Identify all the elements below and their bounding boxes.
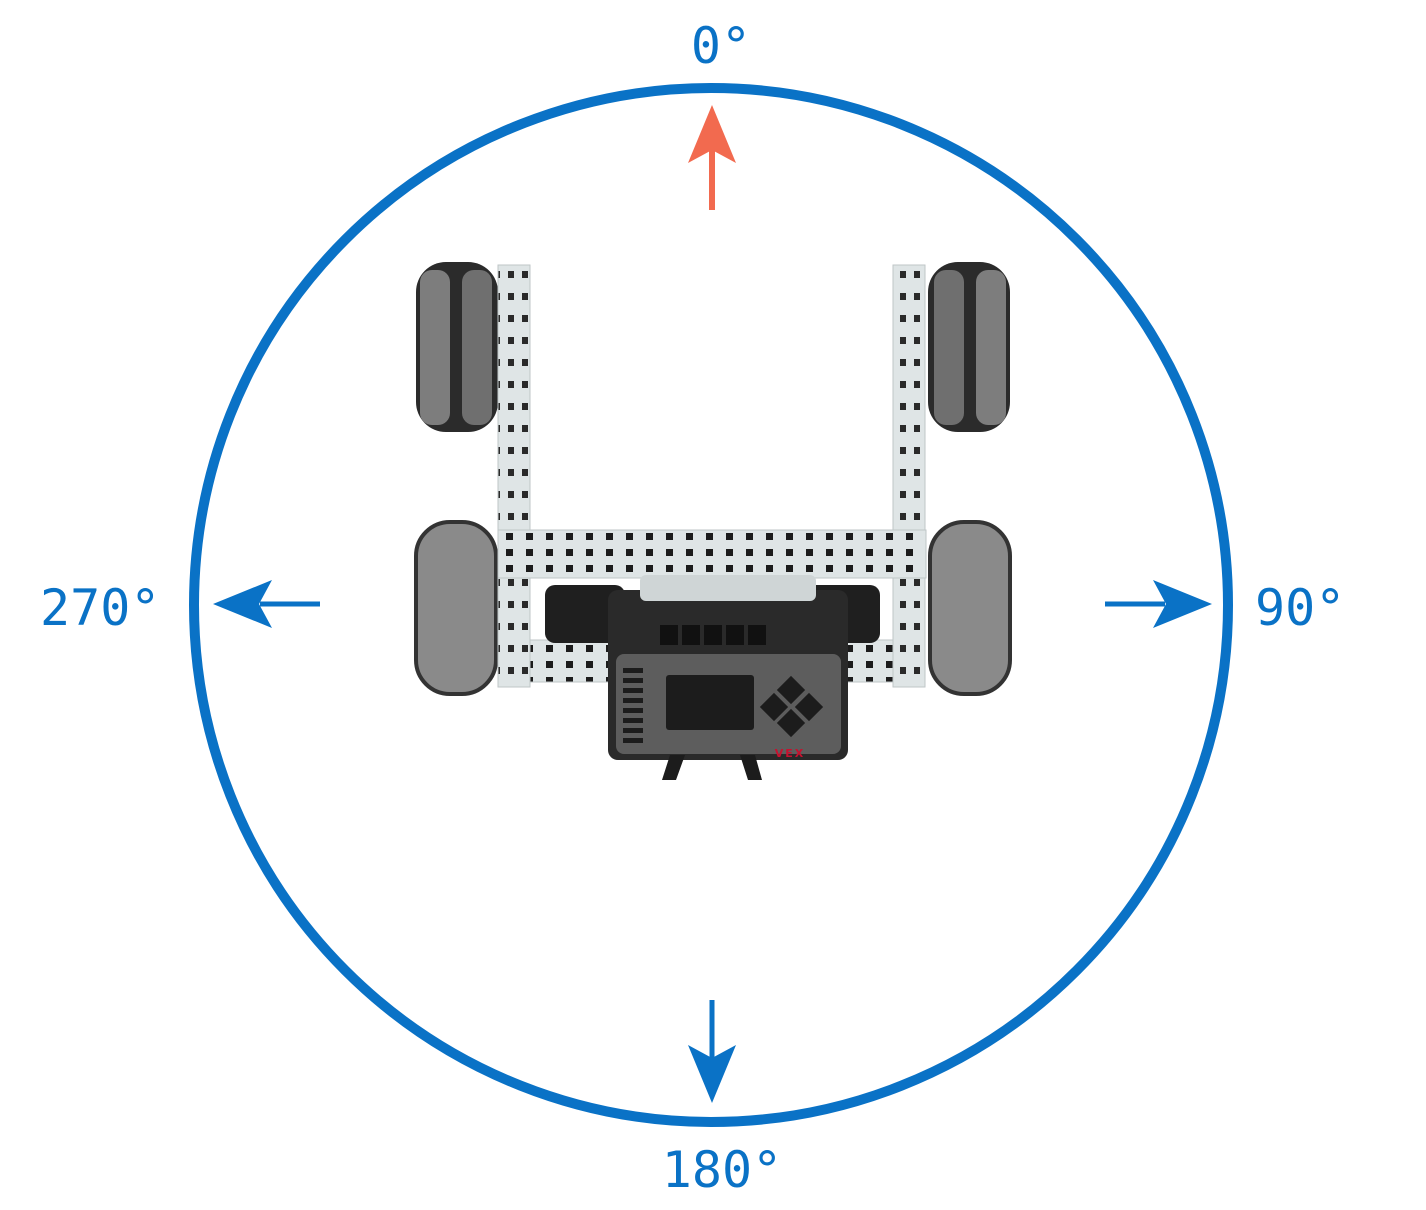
- cross-plate: [497, 529, 927, 579]
- forward-arrow-icon: [688, 105, 736, 210]
- left-arrow-icon: [213, 580, 320, 628]
- robot-image: VEX: [414, 262, 1012, 780]
- label-270-degrees: 270°: [40, 579, 160, 637]
- brand-logo: VEX: [775, 747, 806, 760]
- left-rail: [497, 264, 531, 688]
- heading-circle: [189, 83, 1233, 1127]
- right-rail: [892, 264, 926, 688]
- drive-wheel-right: [928, 520, 1012, 696]
- label-90-degrees: 90°: [1255, 579, 1345, 637]
- omni-wheel-left: [416, 262, 498, 432]
- label-180-degrees: 180°: [662, 1141, 782, 1199]
- label-0-degrees: 0°: [691, 17, 751, 75]
- back-arrow-icon: [688, 1000, 736, 1103]
- omni-wheel-right: [928, 262, 1010, 432]
- drive-wheel-left: [414, 520, 498, 696]
- robot-brain: VEX: [608, 575, 848, 780]
- right-arrow-icon: [1105, 580, 1212, 628]
